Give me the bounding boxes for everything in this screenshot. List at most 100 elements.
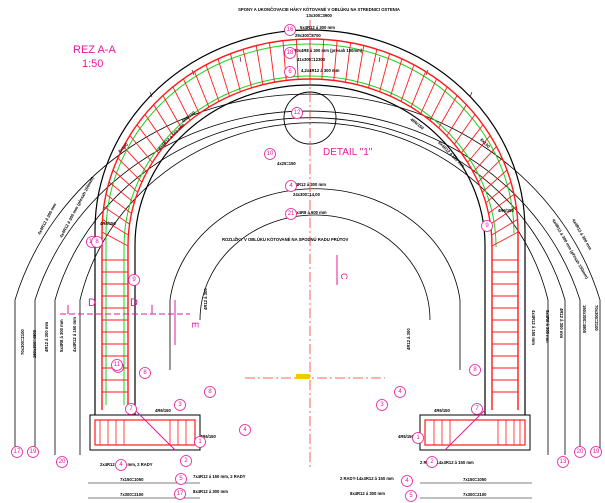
callout-number: 1 [198, 439, 202, 445]
footer-l-dim2: 7x300=2100 [120, 492, 144, 497]
vlabel-l-e: 4x4R12 á 150 mm [72, 317, 77, 352]
footer-r-c: 8x4R12 á 300 mm [350, 491, 385, 496]
footings [89, 409, 531, 451]
callout-number: 13 [560, 459, 567, 465]
callout-number: 6 [288, 69, 292, 75]
stirrup [467, 135, 491, 163]
stirrup [182, 78, 200, 114]
hook-label-right-r6: 4R6/150 [398, 434, 415, 439]
stirrup [410, 71, 427, 108]
callout-number: 21 [288, 211, 295, 217]
arc-note: ROZLIŽKY V OBLÚKU KÓTOVANÉ NA SPODNÚ RAD… [222, 237, 349, 242]
stirrup [345, 42, 352, 83]
callout-circle [284, 24, 296, 36]
stirrup [420, 78, 438, 114]
callout-circle [204, 386, 216, 398]
stirrup [460, 124, 484, 154]
callout-number: 4 [405, 478, 409, 484]
label-a4: 4x4R12 á 300 mm [291, 182, 326, 187]
stirrup [446, 104, 467, 137]
stirrup [144, 114, 166, 145]
callout-circle [557, 456, 569, 468]
stirrup [379, 53, 391, 92]
callout-markers: 1618612104211199577883311224455171719192… [11, 24, 602, 502]
dimension-arcs [14, 93, 601, 455]
footer-r-dim2: 7x300=2100 [463, 492, 487, 497]
callout-circle [284, 47, 296, 59]
callout-number: 17 [177, 491, 184, 497]
callout-number: 4 [119, 462, 123, 468]
header-line1: SPONY A UKONČOVACIE HÁKY KÓTOVANÉ V OBLÚ… [238, 7, 400, 12]
header-line2: 13x300=3900 [306, 13, 332, 18]
callout-circle [574, 446, 586, 458]
label-a4-dim: 24x300=14,00 [293, 192, 321, 197]
callout-number: 19 [30, 449, 37, 455]
cut-lines [60, 255, 338, 345]
vlabel-l-a: 70x300=2100 [20, 329, 25, 355]
callout-circle [111, 359, 123, 371]
callout-number: 17 [14, 449, 21, 455]
footer-r-dim1: 7x150=1050 [463, 477, 487, 482]
stirrup [333, 40, 338, 81]
stirrup [368, 49, 378, 88]
side-label-r1: 4x4R12 á 300 mm [571, 218, 593, 251]
callout-number: 2 [184, 458, 188, 464]
callout-number: 8 [95, 239, 99, 245]
hook-label-r7: 4R6/150 [434, 408, 451, 413]
callout-number: 10 [267, 151, 274, 157]
callout-circle [376, 399, 388, 411]
stirrup [129, 135, 153, 163]
footer-l-dim1: 7x150=1050 [120, 477, 144, 482]
detail-circle [283, 91, 337, 145]
stirrup [400, 64, 415, 102]
stirrup [102, 219, 129, 236]
callout-circle [174, 399, 186, 411]
callout-number: 11 [114, 362, 121, 368]
callout-number: 5 [409, 493, 413, 499]
stirrup [255, 45, 264, 85]
label-a16-dim: 29x300=8700 [295, 33, 321, 38]
hook-label-l7: 4R6/150 [155, 408, 172, 413]
callout-number: 3 [380, 402, 384, 408]
callout-circle [115, 459, 127, 471]
stirrup [117, 157, 143, 183]
side-label-l1: 4x4R12 á 300 mm [36, 202, 57, 235]
callout-number: 18 [287, 50, 294, 56]
callout-number: 12 [294, 110, 301, 116]
section-scale: 1:50 [82, 58, 103, 70]
callout-number: 19 [593, 449, 600, 455]
footer-l-b: 7x4R12 á 150 mm, 2 RADY [193, 474, 246, 479]
vlabel-r-b: 160x300=4800 [582, 305, 587, 334]
stirrup [356, 45, 365, 85]
callout-circle [56, 456, 68, 468]
radial-stirrups [101, 39, 519, 247]
hook-label-r12: 4R6/150 [498, 208, 515, 213]
vlabel-l-d: 5x4R8 á 300 mm [59, 319, 64, 352]
stirrup [108, 181, 135, 204]
stirrup [429, 86, 448, 121]
inner-arc-2 [199, 214, 431, 321]
hook-label-left-r6: 4R6/150 [200, 434, 217, 439]
stirrup [390, 58, 403, 97]
label-a18: 30x4R8 á 300 mm (presah 150mm) [294, 48, 363, 53]
callout-circle [412, 432, 424, 444]
callout-number: 2 [430, 459, 434, 465]
callout-circle [11, 446, 23, 458]
stirrup [162, 95, 182, 129]
callout-circle [471, 403, 483, 415]
callout-number: 16 [287, 27, 294, 33]
callout-number: 1 [416, 435, 420, 441]
callout-number: 4 [289, 183, 293, 189]
outer-arc-4 [79, 122, 549, 455]
callout-number: 3 [178, 402, 182, 408]
callout-circle [285, 208, 297, 220]
callout-number: 8 [473, 367, 477, 373]
label-a21: 2x4R8 á 600 mm [294, 210, 327, 215]
vlabel-r-e: 4x4R12 á 150 mm [531, 310, 536, 345]
hook-label-l13: 4R6/150 [100, 221, 117, 226]
callout-circle [426, 456, 438, 468]
stirrup [481, 169, 508, 193]
stirrup [123, 146, 148, 173]
stirrup [454, 114, 476, 145]
